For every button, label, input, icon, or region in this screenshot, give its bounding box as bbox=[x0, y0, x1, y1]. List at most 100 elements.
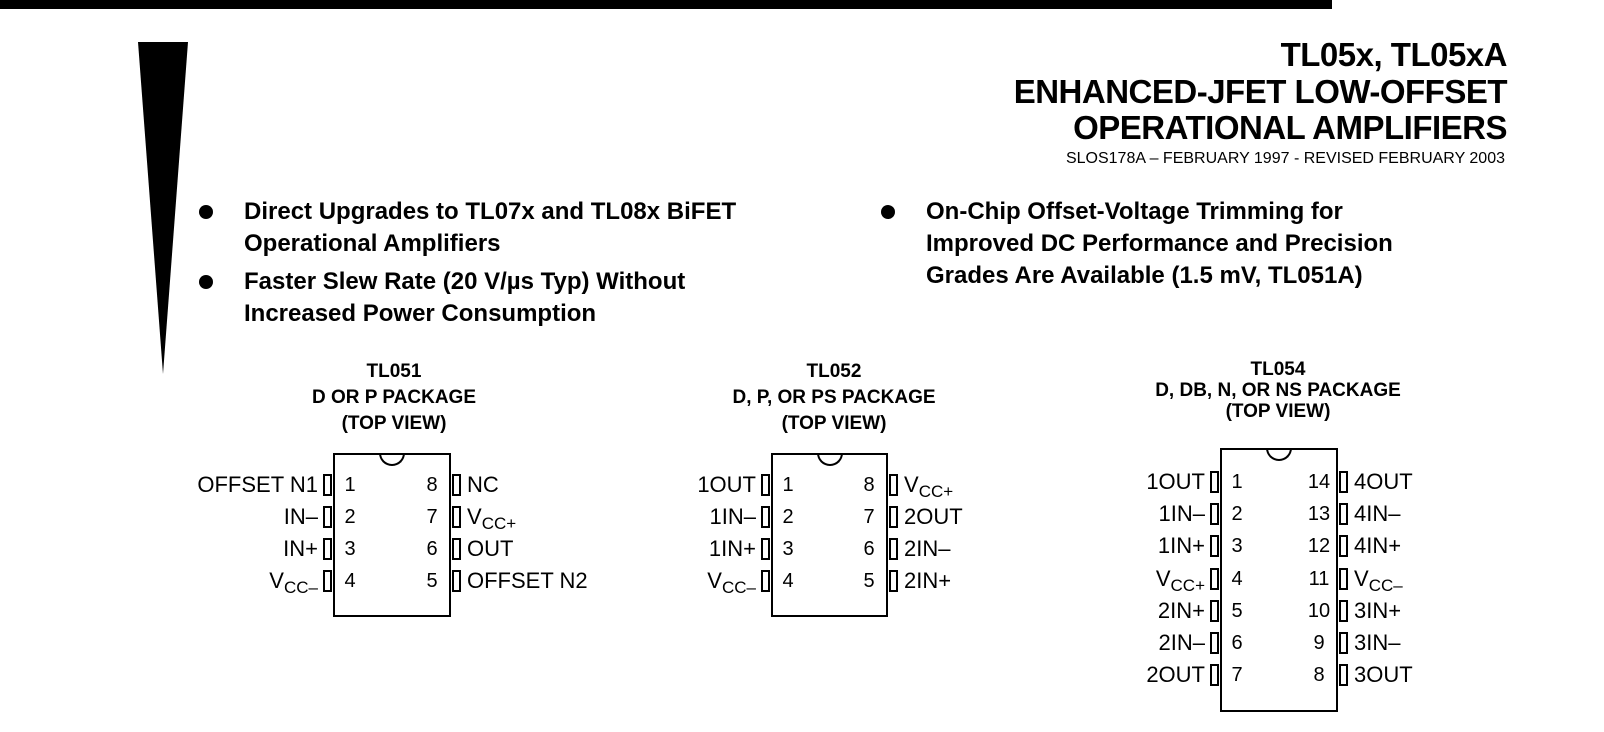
pin-lead bbox=[1339, 632, 1348, 654]
package-title-view: (TOP VIEW) bbox=[341, 413, 447, 434]
feature-text: Operational Amplifiers bbox=[244, 230, 501, 257]
pin-number: 4 bbox=[782, 570, 794, 592]
package-title-package: D, P, OR PS PACKAGE bbox=[732, 387, 936, 408]
package-title-device: TL054 bbox=[1250, 359, 1306, 380]
package-title-view: (TOP VIEW) bbox=[781, 413, 887, 434]
pin-label-subscript: CC– bbox=[721, 578, 756, 597]
pin-label-name: V bbox=[904, 472, 919, 497]
ic-package-body bbox=[333, 453, 451, 617]
pin-label: 3OUT bbox=[1354, 663, 1413, 687]
pin-label-name: V bbox=[1354, 565, 1369, 591]
pin-number: 4 bbox=[344, 570, 356, 592]
pin-number: 3 bbox=[344, 538, 356, 560]
pin-label: 1IN– bbox=[710, 505, 756, 529]
pin-number: 2 bbox=[1231, 503, 1243, 526]
pin-label-name: 2IN– bbox=[1158, 630, 1205, 655]
pin-label-name: 1OUT bbox=[1146, 469, 1205, 494]
pin-label-subscript: CC+ bbox=[1170, 575, 1205, 595]
pin-label: 2IN– bbox=[904, 537, 950, 561]
pin-lead bbox=[452, 538, 461, 560]
feature-text: Improved DC Performance and Precision bbox=[926, 230, 1393, 257]
pin-label-name: IN+ bbox=[283, 536, 318, 561]
pin-lead bbox=[323, 506, 332, 528]
pin-number: 14 bbox=[1307, 471, 1331, 493]
pin-label-name: OFFSET N2 bbox=[467, 568, 588, 593]
pin-number: 3 bbox=[1231, 535, 1243, 558]
pin-number: 9 bbox=[1313, 632, 1325, 654]
pin-label: VCC– bbox=[1354, 565, 1403, 594]
pin-label-name: 1IN+ bbox=[1157, 533, 1205, 559]
pin-lead bbox=[323, 474, 332, 496]
pin-label: 2IN– bbox=[1159, 631, 1205, 655]
pin-label: OUT bbox=[467, 537, 513, 561]
feature-text: Grades Are Available (1.5 mV, TL051A) bbox=[926, 262, 1363, 289]
pin-label: VCC– bbox=[269, 569, 318, 597]
pin-lead bbox=[761, 474, 770, 496]
pin-label: 2IN+ bbox=[1158, 598, 1205, 623]
pin-lead bbox=[1339, 471, 1348, 493]
pin-label: 4IN+ bbox=[1354, 534, 1401, 558]
feature-text: Increased Power Consumption bbox=[244, 300, 597, 327]
pin-label-name: 1IN+ bbox=[708, 536, 756, 561]
pin-label: 3IN– bbox=[1354, 631, 1400, 655]
pin-label-subscript: CC– bbox=[283, 578, 318, 597]
pin-label-name: 1OUT bbox=[697, 472, 756, 497]
pin-lead bbox=[761, 506, 770, 528]
pin-label: OFFSET N1 bbox=[197, 473, 318, 497]
package-title-device: TL051 bbox=[366, 361, 422, 382]
pin-number: 5 bbox=[1231, 599, 1243, 622]
black-wedge-graphic bbox=[138, 42, 188, 374]
pin-label: 2IN+ bbox=[904, 569, 951, 593]
pin-number: 5 bbox=[863, 570, 875, 592]
package-title-view: (TOP VIEW) bbox=[1225, 401, 1331, 422]
bullet-dot-icon bbox=[199, 275, 213, 289]
pin-number: 6 bbox=[1231, 632, 1243, 654]
pin1-notch-icon bbox=[1266, 448, 1292, 461]
bullet-dot-icon bbox=[199, 205, 213, 219]
pin-lead bbox=[889, 570, 898, 592]
pin-label-name: 3IN– bbox=[1354, 630, 1401, 655]
package-title-package: D OR P PACKAGE bbox=[312, 387, 476, 408]
pin-label-name: V bbox=[1155, 565, 1171, 591]
pin-lead bbox=[1210, 664, 1219, 687]
pin-label-name: 1IN– bbox=[709, 504, 756, 529]
pin-number: 10 bbox=[1307, 599, 1331, 622]
pin-label: NC bbox=[467, 473, 499, 497]
pin-label: VCC+ bbox=[1155, 565, 1205, 594]
feature-text: Faster Slew Rate (20 V/µs Typ) Without bbox=[244, 268, 686, 295]
pin-label-name: V bbox=[707, 568, 722, 593]
package-title-device: TL052 bbox=[806, 361, 862, 382]
pin-label: 2OUT bbox=[904, 505, 963, 529]
pin-number: 12 bbox=[1307, 535, 1331, 558]
pin-lead bbox=[452, 506, 461, 528]
pin-label-name: NC bbox=[467, 472, 499, 497]
pin-number: 3 bbox=[782, 538, 794, 560]
pin-number: 8 bbox=[426, 474, 438, 496]
pin-label: VCC+ bbox=[904, 472, 953, 501]
package-title: TL051 D OR P PACKAGE (TOP VIEW) bbox=[184, 359, 604, 437]
feature-text: On-Chip Offset-Voltage Trimming for bbox=[926, 198, 1343, 225]
bullet-dot-icon bbox=[881, 205, 895, 219]
pin-lead bbox=[1210, 471, 1219, 493]
document-number: SLOS178A – FEBRUARY 1997 - REVISED FEBRU… bbox=[1065, 150, 1505, 167]
package-title: TL052 D, P, OR PS PACKAGE (TOP VIEW) bbox=[624, 359, 1044, 437]
pin-lead bbox=[323, 538, 332, 560]
pin-label-name: 2OUT bbox=[1146, 662, 1205, 688]
pin-label-name: 4OUT bbox=[1354, 469, 1413, 494]
feature-text: Direct Upgrades to TL07x and TL08x BiFET bbox=[244, 198, 737, 225]
pin-number: 5 bbox=[426, 570, 438, 592]
pin-lead bbox=[1339, 535, 1348, 558]
pin-label: IN– bbox=[284, 505, 318, 529]
pin-number: 13 bbox=[1307, 503, 1331, 526]
pin-label: 3IN+ bbox=[1354, 598, 1401, 623]
pin-lead bbox=[323, 570, 332, 592]
feature-bullet-2: Faster Slew Rate (20 V/µs Typ) Without I… bbox=[199, 266, 884, 330]
package-title-package: D, DB, N, OR NS PACKAGE bbox=[1155, 380, 1401, 401]
feature-bullet-1: Direct Upgrades to TL07x and TL08x BiFET… bbox=[199, 196, 884, 260]
pin-label: 1IN+ bbox=[709, 537, 756, 561]
feature-bullet-3: On-Chip Offset-Voltage Trimming for Impr… bbox=[881, 196, 1566, 292]
pin-label: 1OUT bbox=[697, 473, 756, 497]
pin-lead bbox=[1339, 599, 1348, 622]
pin-label-name: 4IN+ bbox=[1354, 533, 1402, 559]
